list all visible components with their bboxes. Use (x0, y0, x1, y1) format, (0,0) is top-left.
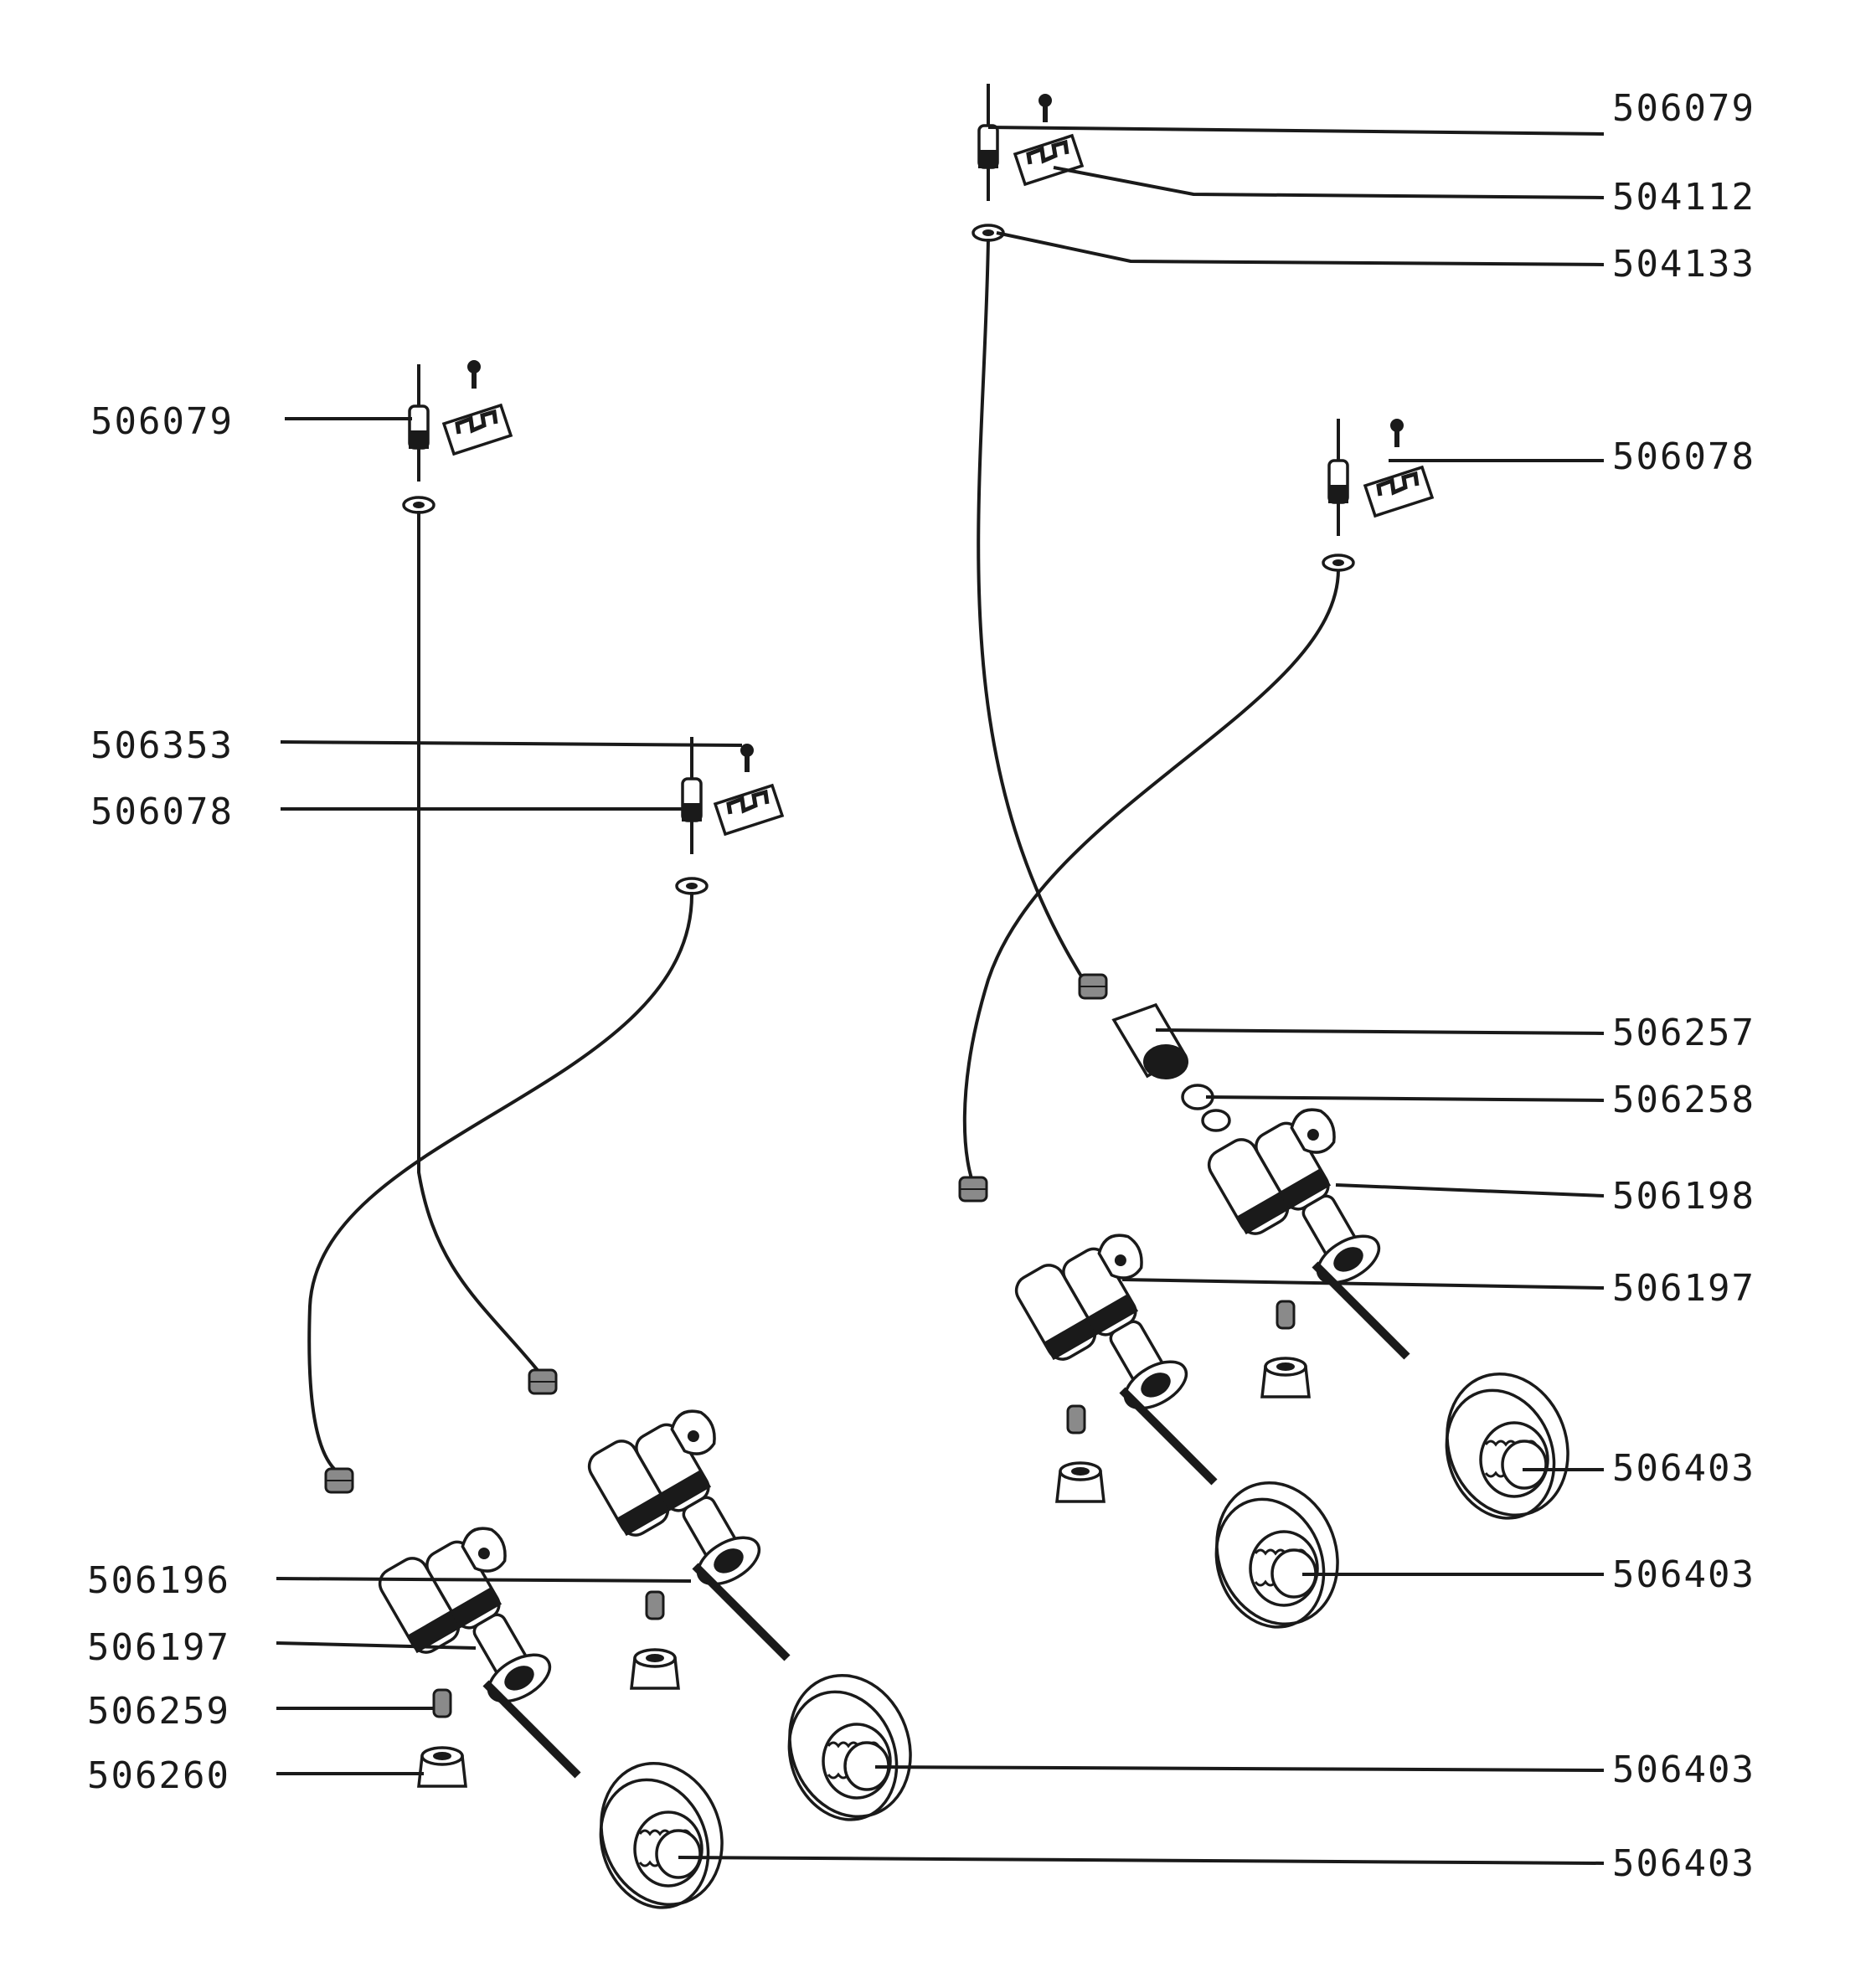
thermocouple-tip-short-left (681, 735, 703, 856)
jet-insert-icon (1276, 1300, 1296, 1330)
union-nut-icon (1111, 1002, 1188, 1079)
part-label-506079-right: 506079 (1612, 87, 1755, 130)
jet-insert-icon (645, 1590, 665, 1620)
right-assembly (958, 82, 1589, 1644)
clip-screw-icon (1039, 95, 1051, 122)
jet-insert-icon (432, 1688, 452, 1718)
thermocouple-tube-long-right (977, 238, 1090, 990)
part-label-504133: 504133 (1612, 243, 1755, 286)
part-label-506403-left-1: 506403 (1612, 1749, 1755, 1791)
washer-icon (402, 496, 436, 514)
part-label-506258: 506258 (1612, 1079, 1755, 1121)
tube-fitting-icon (324, 1467, 354, 1494)
hex-nut-icon (417, 1746, 467, 1788)
control-knob-icon (580, 1744, 743, 1924)
washer-icon (1322, 554, 1355, 572)
part-label-506197-right: 506197 (1612, 1267, 1755, 1310)
washer-icon (675, 877, 709, 895)
hex-nut-icon (1260, 1357, 1311, 1398)
part-label-506257: 506257 (1612, 1012, 1755, 1054)
olive-icon (1181, 1084, 1231, 1132)
part-label-506078-left: 506078 (90, 791, 234, 833)
leader-lines (276, 126, 1605, 1865)
control-knob-icon (769, 1656, 931, 1836)
jet-insert-icon (1066, 1404, 1086, 1434)
retaining-clip-icon (1015, 136, 1082, 184)
tube-fitting-icon (528, 1368, 558, 1395)
thermocouple-tip-long-left (408, 363, 430, 483)
hex-nut-icon (1055, 1461, 1106, 1503)
control-knob-icon (1426, 1355, 1589, 1535)
thermocouple-tube-long-left (417, 511, 542, 1375)
clip-screw-icon (1391, 420, 1403, 447)
gas-valve-icon (374, 1513, 578, 1775)
gas-valve-icon (1203, 1095, 1407, 1357)
thermocouple-tube-short-left (307, 891, 694, 1471)
part-label-506198: 506198 (1612, 1175, 1755, 1218)
clip-screw-icon (468, 361, 480, 389)
thermocouple-tube-short-right (962, 569, 1340, 1190)
thermocouple-tip-short-right (1327, 417, 1349, 538)
part-label-506078-right: 506078 (1612, 435, 1755, 478)
gas-valve-icon (1011, 1220, 1214, 1482)
part-label-506403-right-1: 506403 (1612, 1447, 1755, 1490)
control-knob-icon (1196, 1464, 1358, 1644)
thermocouple-tip-long-right (977, 82, 999, 203)
left-assembly (307, 361, 931, 1924)
part-label-506260: 506260 (87, 1754, 230, 1797)
tube-fitting-icon (1078, 973, 1108, 1000)
part-label-506259: 506259 (87, 1690, 230, 1733)
tube-fitting-icon (958, 1176, 988, 1203)
part-number-labels: 506079 504112 504133 506078 506257 50625… (87, 87, 1755, 1885)
part-label-506403-left-2: 506403 (1612, 1842, 1755, 1885)
part-label-504112: 504112 (1612, 176, 1755, 219)
retaining-clip-icon (444, 405, 511, 454)
gas-valve-icon (584, 1396, 787, 1658)
part-label-506353: 506353 (90, 724, 234, 767)
clip-screw-icon (741, 744, 753, 772)
part-label-506079-left: 506079 (90, 400, 234, 443)
retaining-clip-icon (1365, 467, 1432, 516)
hex-nut-icon (630, 1648, 680, 1690)
part-label-506196: 506196 (87, 1559, 230, 1602)
part-label-506197-left: 506197 (87, 1626, 230, 1669)
part-label-506403-right-2: 506403 (1612, 1553, 1755, 1596)
retaining-clip-icon (715, 785, 782, 834)
